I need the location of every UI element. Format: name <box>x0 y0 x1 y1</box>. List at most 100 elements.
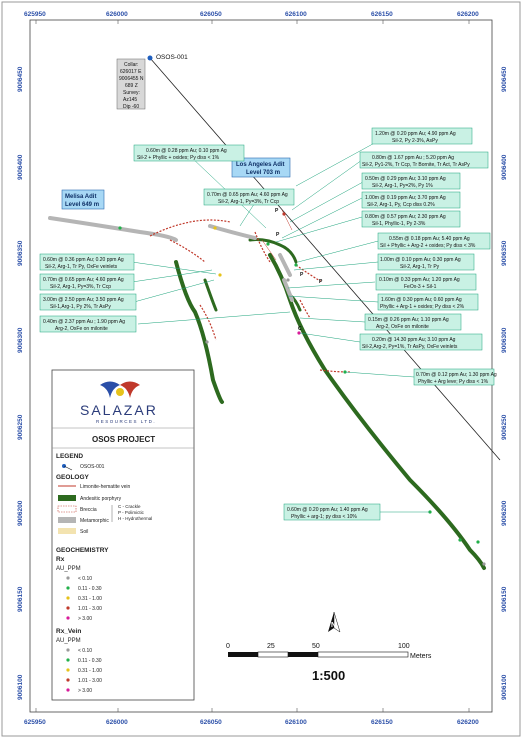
svg-text:Arg-2, OxFe on milonite: Arg-2, OxFe on milonite <box>376 324 429 330</box>
adit-name: Los Angeles Adit <box>236 162 285 168</box>
geochem-title: GEOCHEMISTRY <box>56 547 109 554</box>
top-axis: 625950 626000 626050 626100 626150 62620… <box>24 11 479 18</box>
y-tick-right: 9006450 <box>501 66 508 92</box>
geology-item: Metamorphic <box>80 518 109 524</box>
svg-text:P: P <box>300 272 304 278</box>
rx-subtitle: AU_PPM <box>56 566 81 572</box>
salazar-logo-icon <box>100 381 140 398</box>
vein-swatch <box>66 688 70 692</box>
svg-text:0.10m @ 0.33 ppm Au; 1.20 ppm: 0.10m @ 0.33 ppm Au; 1.20 ppm Ag <box>379 277 460 283</box>
svg-text:> 3.00: > 3.00 <box>78 616 92 622</box>
drillhole-name: OSOS-001 <box>156 54 188 61</box>
vein-subtitle: AU_PPM <box>56 638 81 644</box>
sample-point[interactable] <box>476 540 480 544</box>
sample-point[interactable] <box>294 263 298 267</box>
collar-line: 626017 E <box>120 69 142 75</box>
sample-point[interactable] <box>458 538 462 542</box>
sample-point[interactable] <box>205 340 209 344</box>
company-name: SALAZAR <box>80 402 158 418</box>
assay-box: 0.80m @ 1.67 ppm Au ; 5.20 ppm AgSil-2, … <box>359 151 489 169</box>
sample-point[interactable] <box>282 212 286 216</box>
rx-swatch <box>66 616 70 620</box>
svg-text:< 0.10: < 0.10 <box>78 576 92 582</box>
svg-text:0.55m @ 0.18 ppm Au; 5.40 ppm: 0.55m @ 0.18 ppm Au; 5.40 ppm Ag <box>389 236 470 242</box>
geology-title: GEOLOGY <box>56 474 90 481</box>
svg-text:0.60m @ 0.36 ppm Au; 0.20 ppm: 0.60m @ 0.36 ppm Au; 0.20 ppm Ag <box>43 257 124 263</box>
drillhole-collar-icon[interactable] <box>147 55 153 61</box>
x-tick-top: 625950 <box>24 11 46 18</box>
sample-point[interactable] <box>266 242 270 246</box>
soil-swatch <box>58 528 76 534</box>
metamorphic-workings <box>48 216 294 302</box>
y-tick-left: 9006300 <box>17 327 24 353</box>
sample-point[interactable] <box>297 331 301 335</box>
svg-text:0.70m @ 0.12 ppm Au; 1.30 ppm: 0.70m @ 0.12 ppm Au; 1.30 ppm Ag <box>416 372 497 378</box>
adit-name: Melisa Adit <box>65 194 96 200</box>
drillhole-legend-label: OSOS-001 <box>80 464 105 470</box>
grid-ticks <box>35 20 470 712</box>
sample-point[interactable] <box>286 278 290 282</box>
y-tick-right: 9006350 <box>501 240 508 266</box>
svg-text:Sil-2, Arg-1, Py=3%, Tr Ccp: Sil-2, Arg-1, Py=3%, Tr Ccp <box>218 199 279 205</box>
vein-swatch <box>66 658 70 662</box>
assay-box: 0.40m @ 2.37 ppm Au ; 1.90 ppm AgArg-2, … <box>39 315 137 333</box>
scale-tick: 0 <box>226 643 230 650</box>
y-tick-left: 9006350 <box>17 240 24 266</box>
svg-text:Phyllic + Arg-1 + oxides; Py d: Phyllic + Arg-1 + oxides; Py diss < 2% <box>380 304 465 310</box>
x-tick-bottom: 626150 <box>371 719 393 726</box>
collar-info-box: Collar: 626017 E 9006455 N 689 Z Survey:… <box>116 58 146 110</box>
svg-text:Sil + Phyllic + Arg-2 + oxides: Sil + Phyllic + Arg-2 + oxides; Py diss … <box>380 243 476 249</box>
y-tick-left: 9006150 <box>17 586 24 612</box>
svg-text:Sil-1,Arg-1, Py 2%, Tr AsPy: Sil-1,Arg-1, Py 2%, Tr AsPy <box>50 304 111 310</box>
svg-text:Sil-2, Py 2-3%, AsPy: Sil-2, Py 2-3%, AsPy <box>392 138 438 144</box>
svg-text:P: P <box>276 232 280 238</box>
scale-tick: 50 <box>312 643 320 650</box>
y-tick-right: 9006200 <box>501 500 508 526</box>
scale-ratio: 1:500 <box>312 668 345 683</box>
svg-text:Sil-2, Arg-1, Tr Py: Sil-2, Arg-1, Tr Py <box>400 264 440 270</box>
metamorphic-swatch <box>58 517 76 523</box>
geology-item: Limonite-hematite vein <box>80 484 131 490</box>
adit-label-los-angeles: Los Angeles Adit Level 703 m <box>231 157 291 178</box>
svg-text:C: C <box>298 326 302 332</box>
svg-text:0.60m @ 0.20 ppm Au; 1.40 ppm: 0.60m @ 0.20 ppm Au; 1.40 ppm Ag <box>287 507 368 513</box>
y-tick-left: 9006100 <box>17 674 24 700</box>
vein-swatch <box>66 678 70 682</box>
scale-tick: 100 <box>398 643 410 650</box>
y-tick-left: 9006400 <box>17 154 24 180</box>
x-tick-top: 626200 <box>457 11 479 18</box>
sample-point[interactable] <box>482 562 486 566</box>
x-tick-bottom: 626000 <box>106 719 128 726</box>
sample-point[interactable] <box>218 273 222 277</box>
svg-text:0.11 - 0.30: 0.11 - 0.30 <box>78 658 102 664</box>
x-tick-bottom: 626200 <box>457 719 479 726</box>
svg-text:0.70m @ 0.65 ppm Au; 4.60 ppm: 0.70m @ 0.65 ppm Au; 4.60 ppm Ag <box>207 192 288 198</box>
svg-text:Sil-2, Py1-2%, Tr Ccp, Tr Born: Sil-2, Py1-2%, Tr Ccp, Tr Bornite, Tr Ac… <box>362 162 470 168</box>
geology-item: Soil <box>80 529 88 535</box>
x-tick-bottom: 626100 <box>285 719 307 726</box>
y-tick-left: 9006250 <box>17 414 24 440</box>
assay-box: 1.60m @ 0.30 ppm Au; 0.60 ppm AgPhyllic … <box>377 293 479 311</box>
adit-level: Level 703 m <box>246 170 280 176</box>
right-axis: 9006450 9006400 9006350 9006300 9006250 … <box>501 66 508 700</box>
scale-unit: Meters <box>410 653 432 660</box>
sample-point[interactable] <box>118 226 122 230</box>
svg-text:0.15m @ 0.26 ppm Au; 1.10 ppm: 0.15m @ 0.26 ppm Au; 1.10 ppm Ag <box>368 317 449 323</box>
svg-text:Sil-2,Arg-2, Py=1%, Tr AsPy, O: Sil-2,Arg-2, Py=1%, Tr AsPy, OxFe veinle… <box>362 344 458 350</box>
y-tick-right: 9006300 <box>501 327 508 353</box>
breccia-workings <box>149 219 351 373</box>
collar-line: Dip -60 <box>123 104 139 110</box>
svg-text:0.31 - 1.00: 0.31 - 1.00 <box>78 596 102 602</box>
sample-point[interactable] <box>213 226 217 230</box>
assay-box: 3.00m @ 2.50 ppm Au; 3.50 ppm AgSil-1,Ar… <box>39 293 137 311</box>
y-tick-left: 9006450 <box>17 66 24 92</box>
bottom-axis: 625950 626000 626050 626100 626150 62620… <box>24 719 479 726</box>
